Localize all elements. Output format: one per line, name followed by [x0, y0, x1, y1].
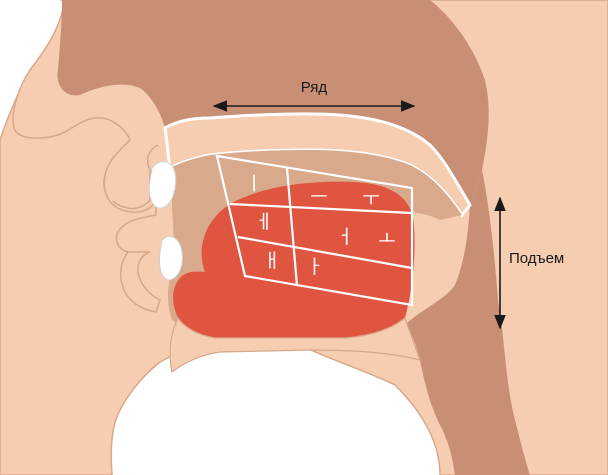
vowel-back-high: ㅜ: [362, 188, 379, 210]
vowel-front-high: ㅣ: [245, 173, 262, 195]
vowel-central-high: ㅡ: [310, 186, 327, 208]
height-label: Подъем: [509, 250, 564, 267]
vowel-front-low: ㅐ: [263, 250, 280, 272]
vowel-front-mid: ㅔ: [255, 211, 272, 233]
vowel-central-mid: ㅓ: [336, 226, 353, 248]
row-label: Ряд: [301, 79, 328, 96]
vowel-central-low: ㅏ: [306, 256, 323, 278]
vowel-back-mid: ㅗ: [378, 228, 395, 250]
lower-tooth: [159, 236, 182, 280]
